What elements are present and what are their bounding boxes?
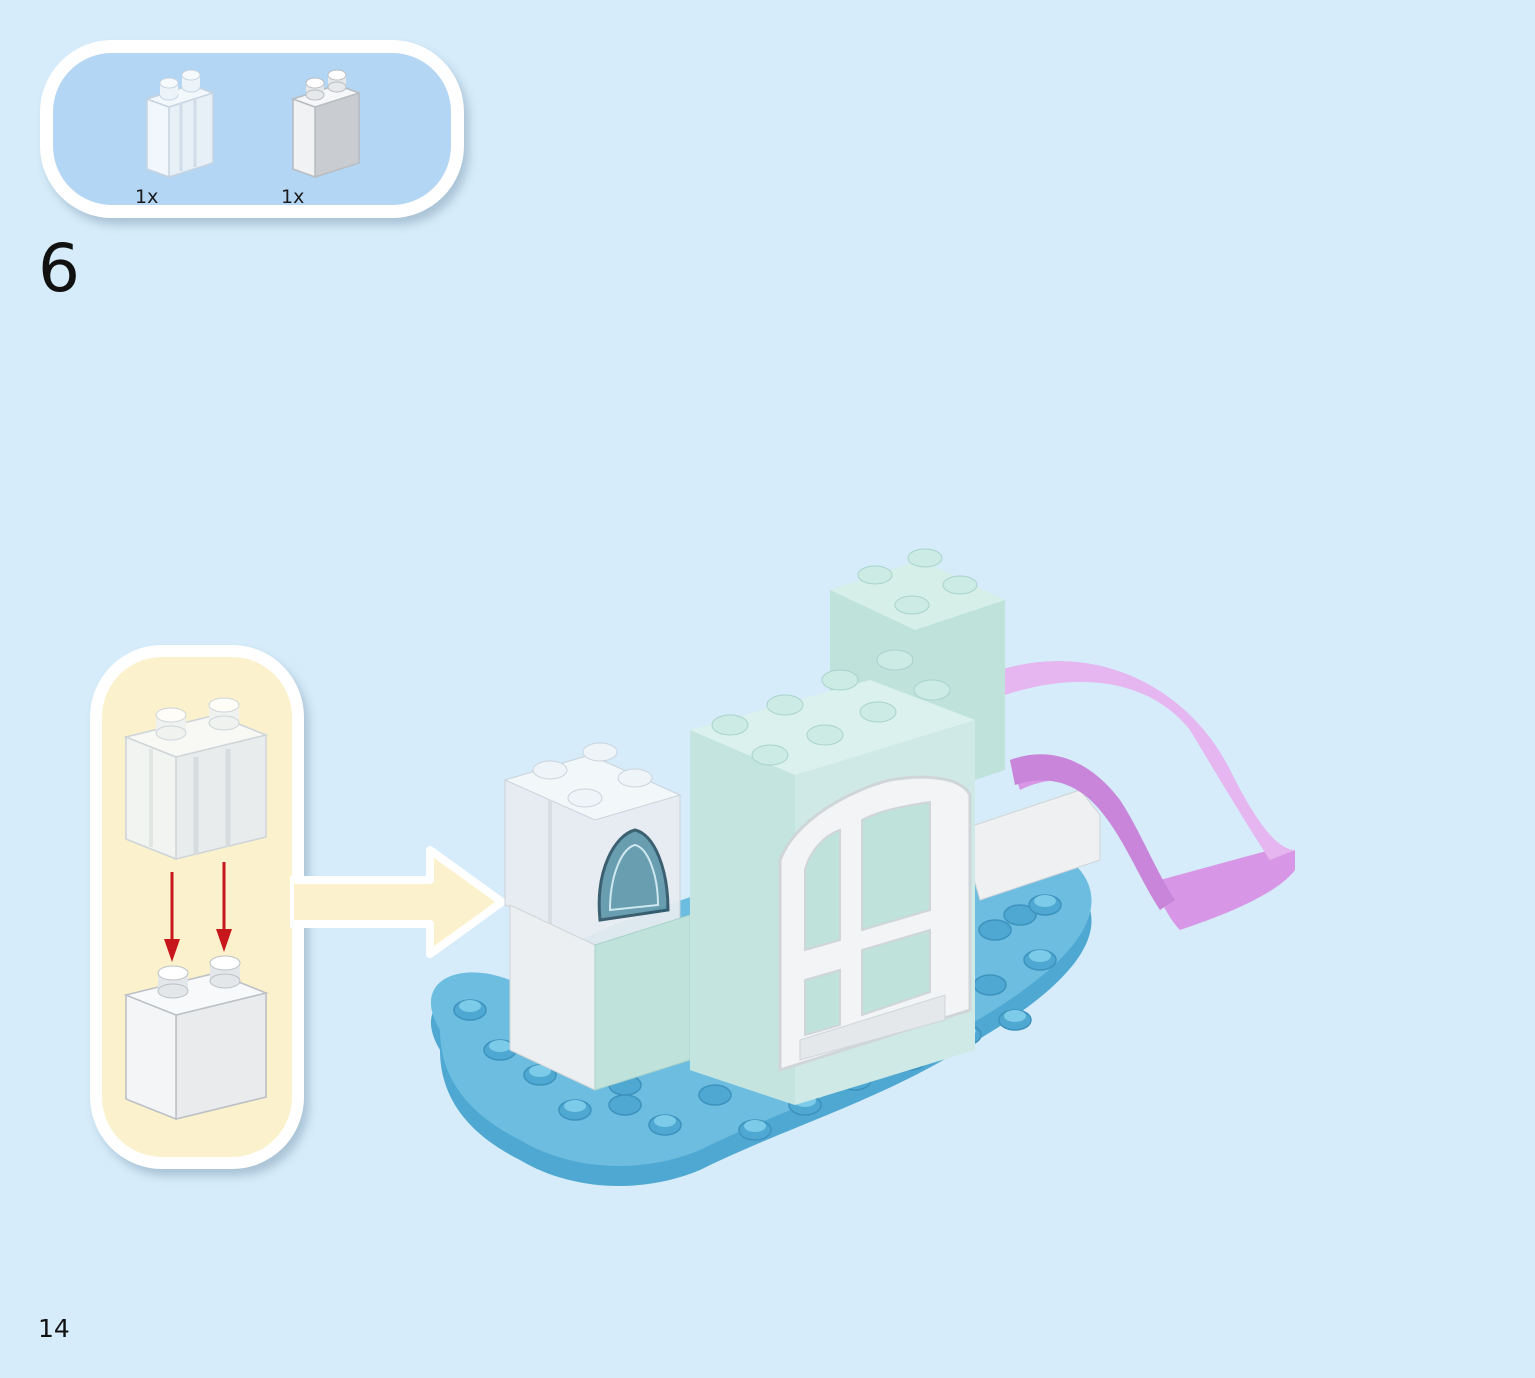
- parts-list-panel: 1x 1x: [40, 40, 464, 218]
- step-number: 6: [38, 230, 80, 307]
- model-illustration: [430, 548, 1295, 1187]
- transparent-brick-stack: [503, 742, 682, 946]
- page-number: 14: [38, 1314, 70, 1343]
- down-arrow-icon: [164, 862, 232, 962]
- sub-assembly-panel: [90, 645, 304, 1169]
- pointer-arrow-icon: [290, 846, 506, 958]
- transparent-brick-image: [144, 69, 216, 179]
- sub-assembly-illustration: [123, 697, 269, 1121]
- door-brick: [690, 649, 975, 1105]
- part-quantity-2: 1x: [281, 186, 305, 208]
- slide: [1000, 661, 1295, 930]
- part-quantity-1: 1x: [135, 186, 159, 208]
- white-brick-image: [290, 69, 362, 179]
